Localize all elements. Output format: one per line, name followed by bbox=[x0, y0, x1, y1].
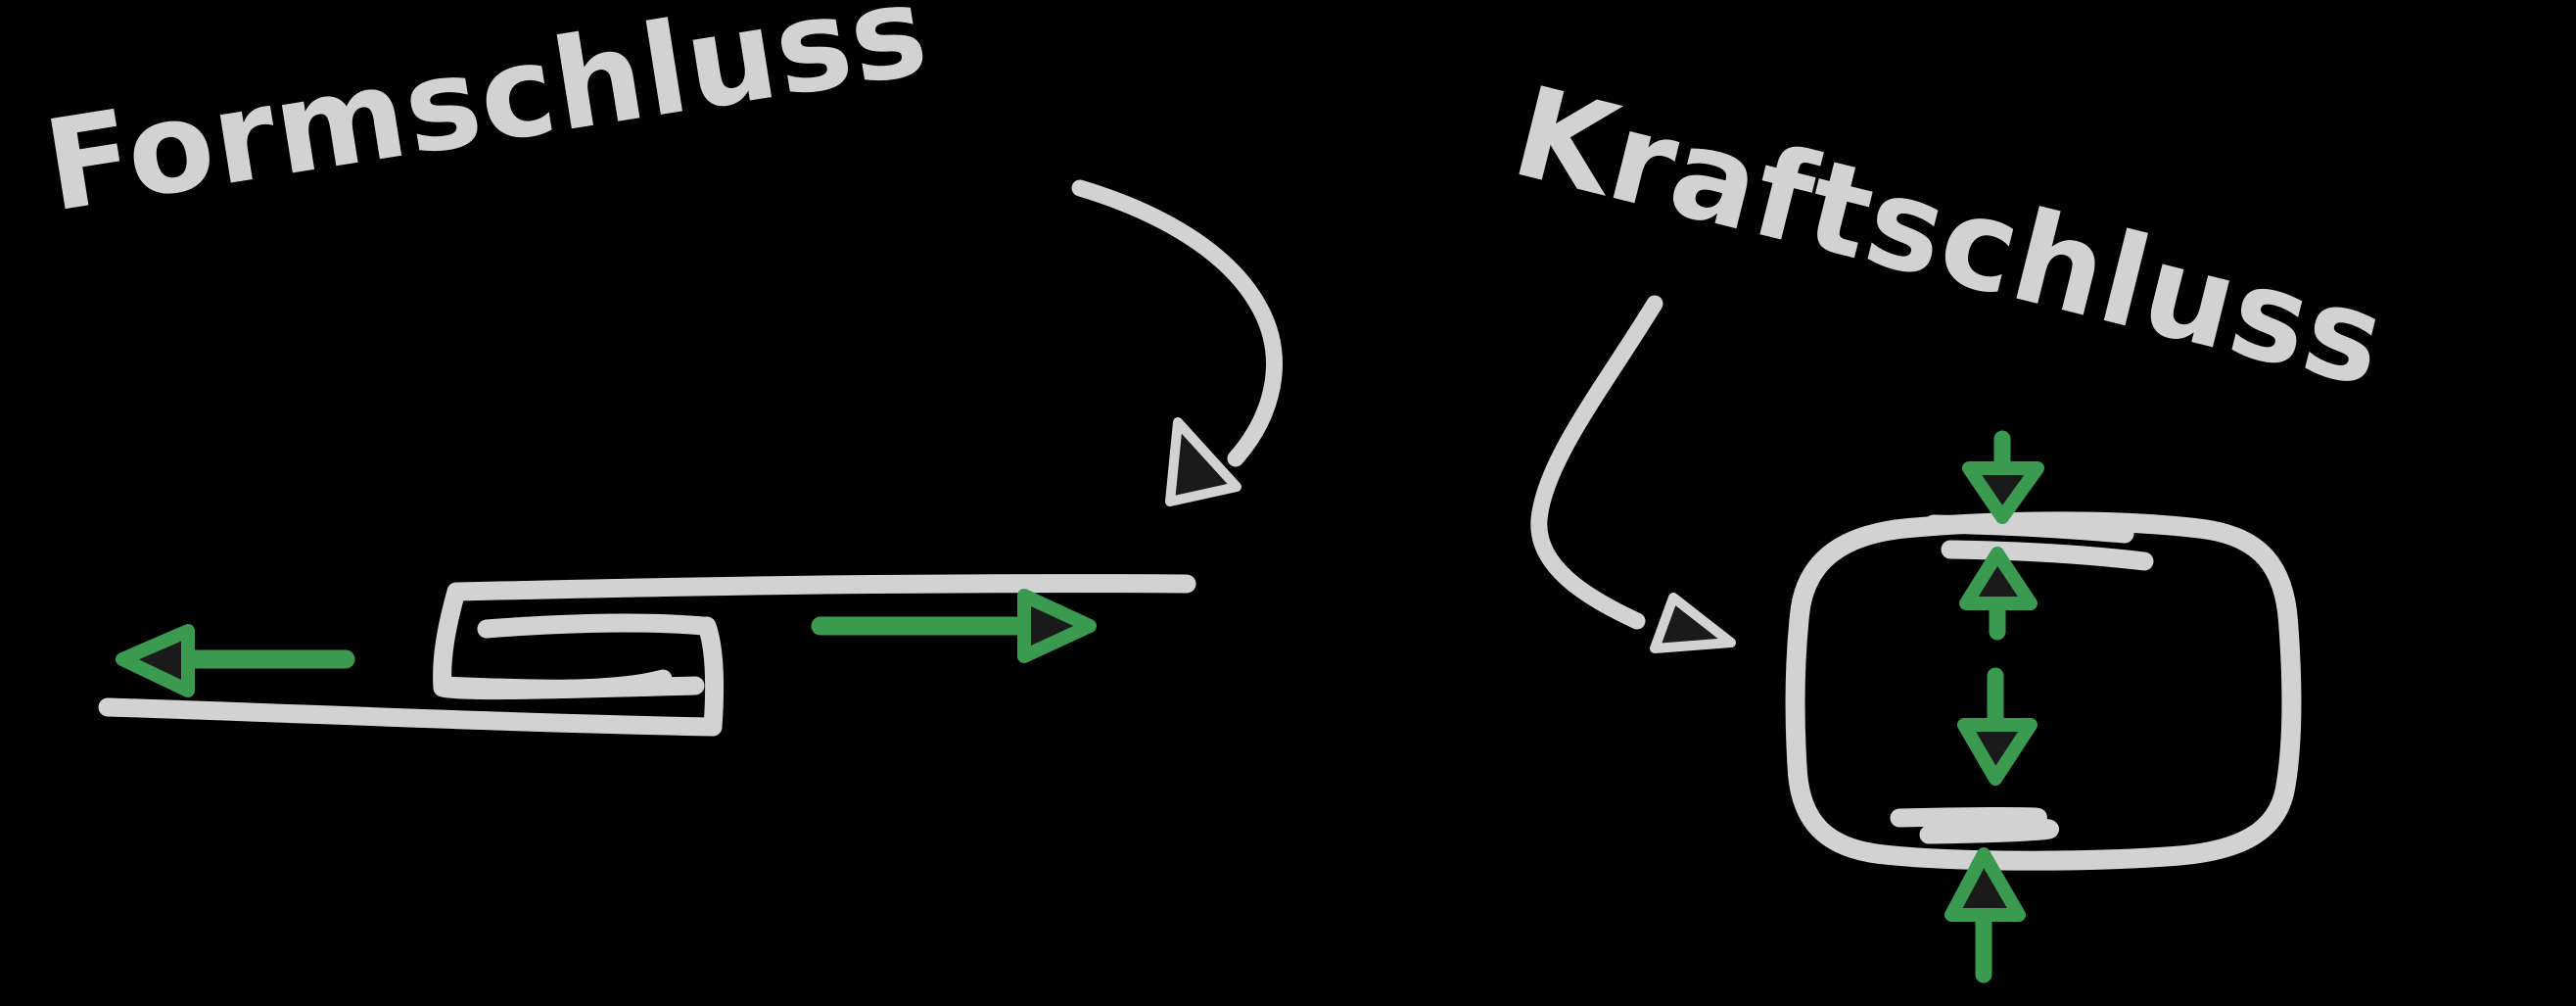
force-top-up-arrow bbox=[1959, 547, 2037, 641]
form-force-left-arrow bbox=[116, 624, 355, 697]
form-fit-lower-tongue bbox=[434, 669, 673, 698]
force-bottom-up-head-icon bbox=[1944, 847, 2026, 922]
kraftschluss-label-group: Kraftschluss bbox=[1501, 60, 2399, 416]
force-fit-bottom-plate-line-b bbox=[1919, 818, 2059, 844]
formschluss-label: Formschluss bbox=[36, 0, 937, 241]
form-fit-lower-hook bbox=[697, 616, 725, 737]
force-top-up-head-icon bbox=[1959, 547, 2037, 610]
form-fit-diagram bbox=[98, 574, 1196, 737]
formschluss-pointer-curve bbox=[1071, 179, 1283, 467]
force-fit-diagram bbox=[1785, 430, 2302, 983]
kraftschluss-pointer-arrow bbox=[1530, 295, 1736, 653]
force-top-down-head-icon bbox=[1962, 461, 2044, 524]
formschluss-pointer-head-icon bbox=[1165, 417, 1241, 506]
force-fit-bottom-plate-line-a bbox=[1890, 807, 2047, 828]
kraftschluss-pointer-curve bbox=[1530, 295, 1663, 630]
kraftschluss-label: Kraftschluss bbox=[1501, 60, 2399, 416]
form-force-right-head-icon bbox=[1017, 589, 1097, 663]
kraftschluss-pointer-head-icon bbox=[1650, 593, 1736, 653]
form-fit-upper-tongue bbox=[477, 613, 713, 639]
form-fit-lower-bottom-line bbox=[98, 697, 723, 737]
force-fit-top-plate-line-a bbox=[1924, 514, 2134, 544]
force-top-down-arrow bbox=[1962, 430, 2044, 524]
form-force-right-arrow bbox=[811, 589, 1097, 663]
form-fit-upper-top-line bbox=[446, 574, 1196, 601]
force-bottom-down-head-icon bbox=[1957, 718, 2037, 786]
formschluss-pointer-arrow bbox=[1071, 179, 1283, 506]
force-bottom-down-arrow bbox=[1957, 667, 2037, 786]
form-force-left-head-icon bbox=[116, 624, 195, 697]
formschluss-label-group: Formschluss bbox=[36, 0, 937, 241]
force-fit-top-plate-line-b bbox=[1941, 540, 2154, 571]
force-bottom-up-arrow bbox=[1944, 847, 2026, 983]
